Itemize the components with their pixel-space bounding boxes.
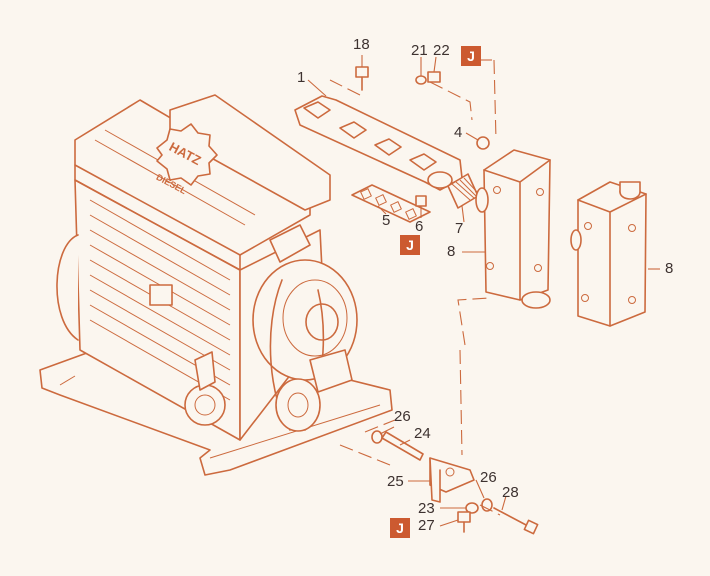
mount-bracket bbox=[381, 431, 475, 503]
callout-6: 6 bbox=[415, 218, 424, 235]
fasteners bbox=[355, 66, 539, 535]
assembly-lines bbox=[329, 59, 501, 516]
callout-8-fitted: 8 bbox=[447, 243, 456, 260]
badge-j-middle: J bbox=[400, 235, 420, 255]
callout-25: 25 bbox=[387, 473, 404, 490]
badge-j-top: J bbox=[461, 46, 481, 66]
callout-7: 7 bbox=[455, 220, 464, 237]
callout-4: 4 bbox=[454, 124, 463, 141]
callout-22: 22 bbox=[433, 42, 450, 59]
callout-5: 5 bbox=[382, 212, 391, 229]
callout-27: 27 bbox=[418, 517, 435, 534]
muffler-fitted bbox=[475, 149, 551, 309]
muffler-alternate bbox=[570, 181, 647, 327]
callout-24: 24 bbox=[414, 425, 431, 442]
badge-j-bottom: J bbox=[390, 518, 410, 538]
callout-28: 28 bbox=[502, 484, 519, 501]
callout-18: 18 bbox=[353, 36, 370, 53]
engine-assembly bbox=[39, 94, 393, 476]
leader-lines bbox=[307, 55, 660, 527]
callout-23: 23 bbox=[418, 500, 435, 517]
manifold-gasket bbox=[351, 184, 431, 223]
callout-26-lower: 26 bbox=[480, 469, 497, 486]
callout-1: 1 bbox=[297, 69, 306, 86]
callout-26-upper: 26 bbox=[394, 408, 411, 425]
exhaust-manifold bbox=[294, 95, 463, 191]
callout-21: 21 bbox=[411, 42, 428, 59]
callout-8-alternate: 8 bbox=[665, 260, 674, 277]
